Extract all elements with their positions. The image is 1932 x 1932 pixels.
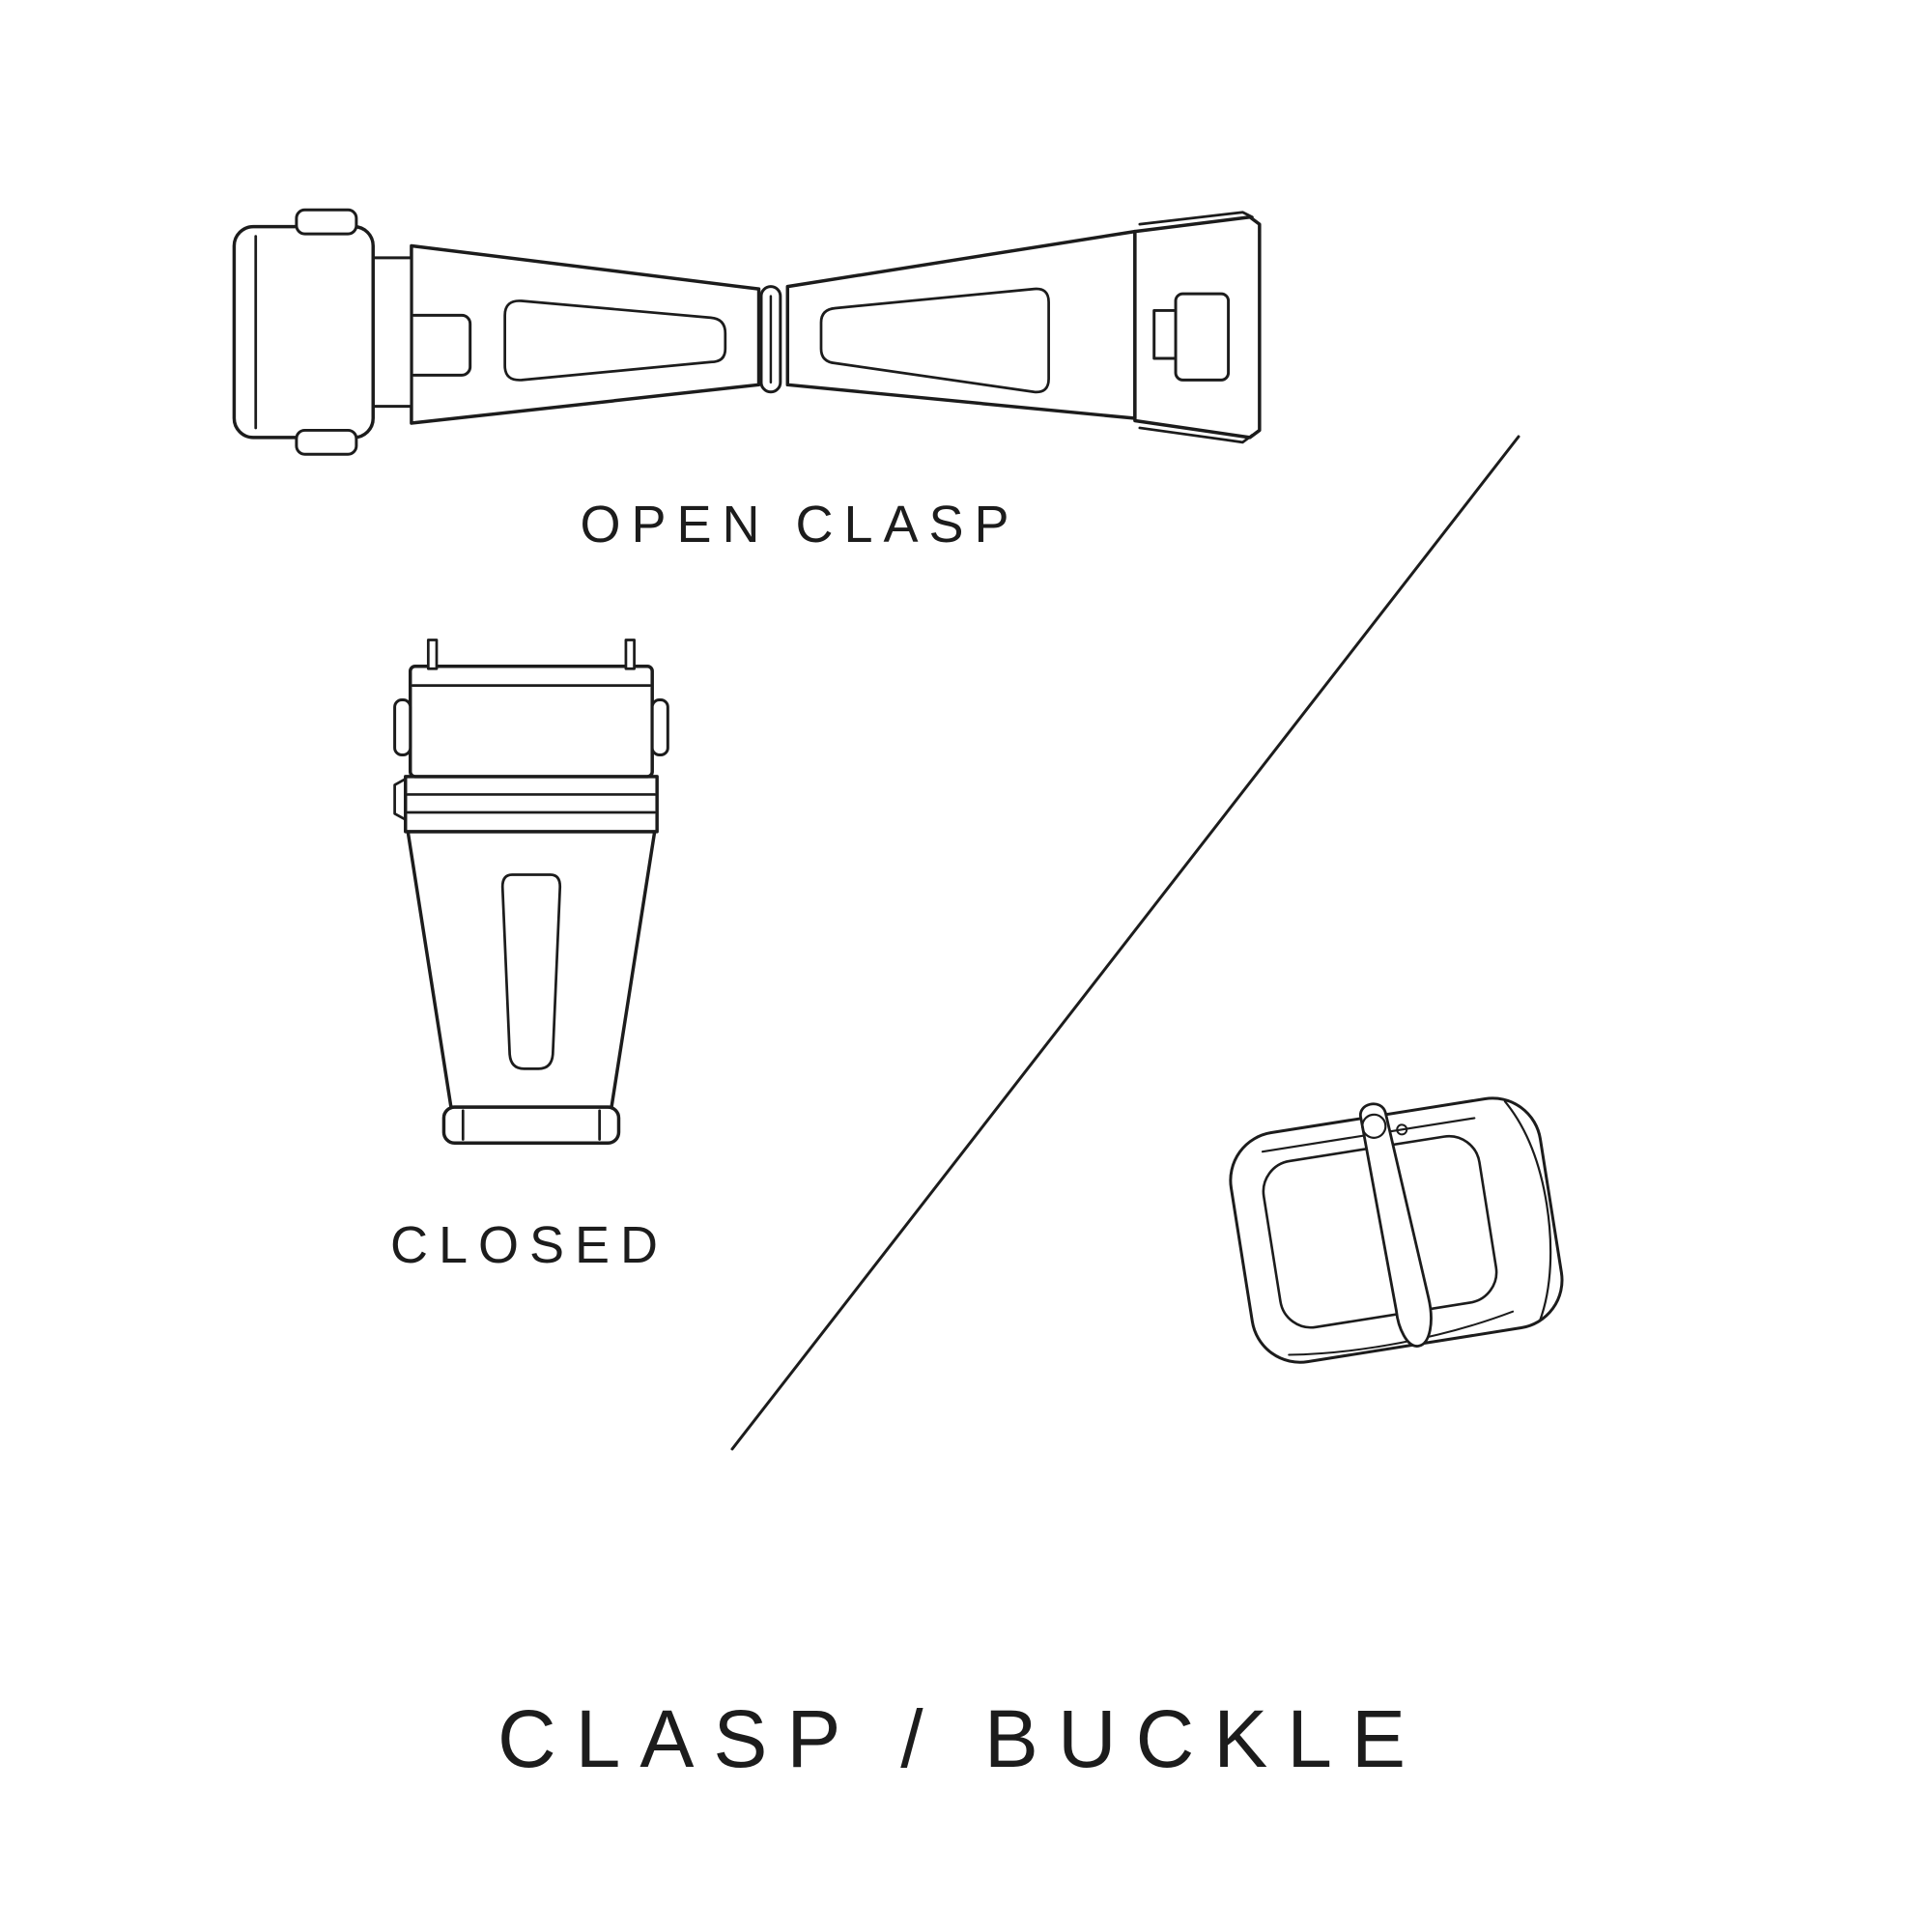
open-clasp-illustration	[232, 208, 1262, 456]
open-clasp-label: OPEN CLASP	[580, 496, 1020, 554]
tang-buckle-illustration	[1229, 1096, 1564, 1364]
closed-clasp-illustration	[393, 639, 669, 1146]
page-title: CLASP / BUCKLE	[497, 1693, 1426, 1784]
closed-label: CLOSED	[389, 1216, 669, 1274]
divider-line	[730, 435, 1520, 1451]
